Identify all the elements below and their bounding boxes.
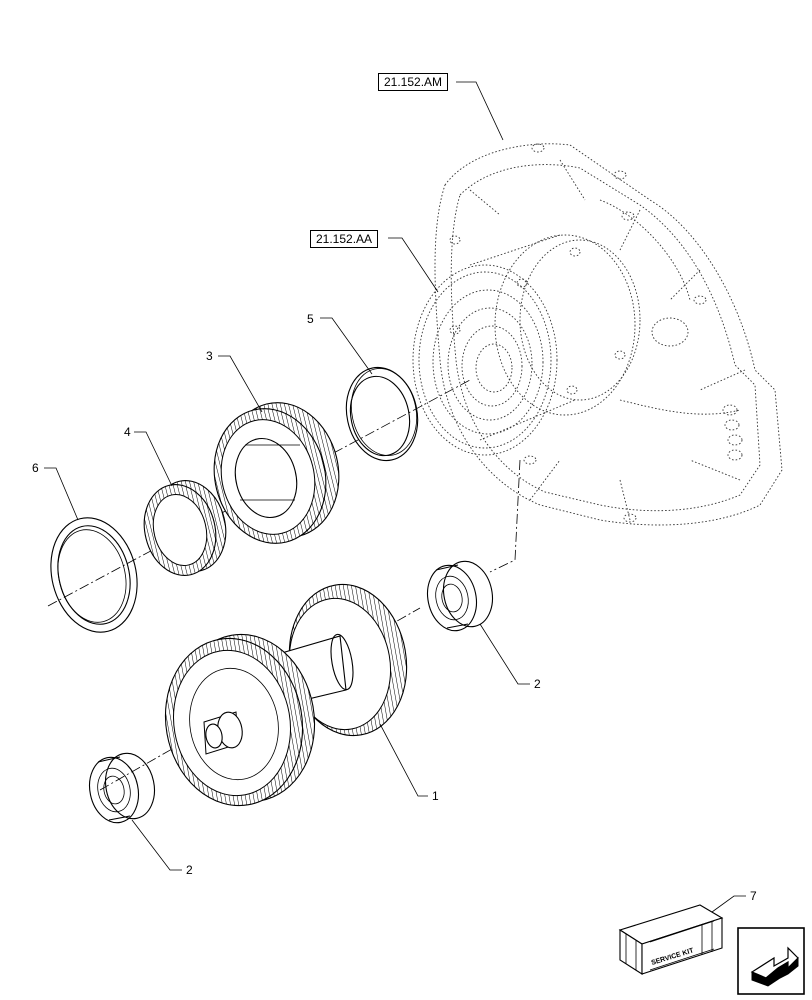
callout-1[interactable]: 1 xyxy=(432,789,439,803)
gear-3 xyxy=(213,402,340,544)
gear-shaft-1 xyxy=(164,583,408,807)
callout-3[interactable]: 3 xyxy=(206,349,213,363)
reference-21-152-aa[interactable]: 21.152.AA xyxy=(310,230,379,248)
callout-4[interactable]: 4 xyxy=(124,425,131,439)
callout-6[interactable]: 6 xyxy=(32,461,39,475)
reference-21-152-am[interactable]: 21.152.AM xyxy=(378,73,449,91)
thrust-washer-5 xyxy=(345,366,419,462)
transmission-housing xyxy=(434,143,783,526)
bearing-2-right xyxy=(426,560,494,632)
bearing-2-left xyxy=(88,752,156,824)
leader-lines xyxy=(44,81,746,913)
callout-7[interactable]: 7 xyxy=(750,889,757,903)
synchronizer-ring-4 xyxy=(143,480,227,576)
thrust-washer-6 xyxy=(50,517,138,633)
service-kit-box: SERVICE KIT xyxy=(618,904,724,976)
clutch-assembly xyxy=(412,234,641,456)
callout-2-left[interactable]: 2 xyxy=(186,863,193,877)
callout-2-right[interactable]: 2 xyxy=(534,677,541,691)
next-page-arrow-icon[interactable] xyxy=(737,927,805,995)
callout-5[interactable]: 5 xyxy=(307,312,314,326)
